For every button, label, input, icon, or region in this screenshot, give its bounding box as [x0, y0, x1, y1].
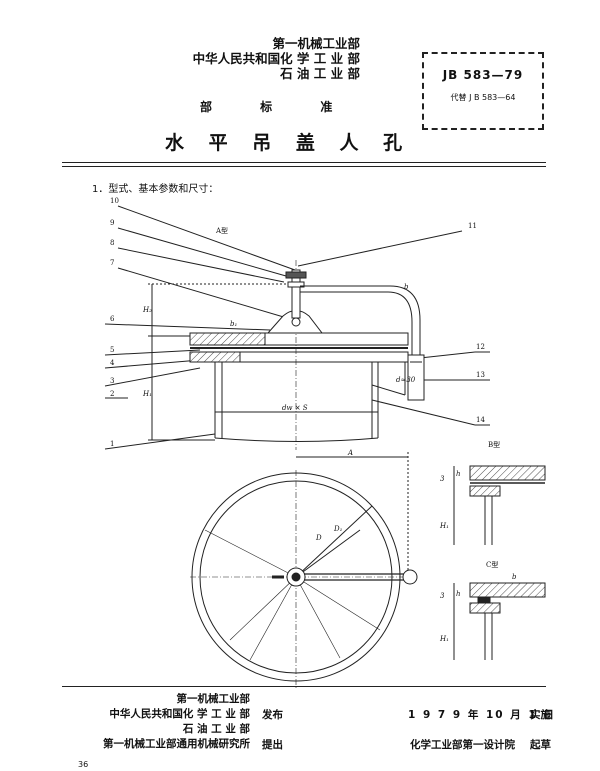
issuer-1: 第一机械工业部 — [272, 36, 360, 51]
standard-number-box: JB 583—79 代替 J B 583—64 — [422, 52, 544, 130]
dim-d: D — [316, 534, 322, 542]
dim-h2: H₂ — [143, 306, 152, 314]
dim-b-h1: H₁ — [440, 522, 449, 530]
leader-8 — [117, 247, 285, 283]
part-9: 9 — [110, 219, 115, 227]
dim-c-h: h — [456, 590, 461, 598]
part-14: 14 — [476, 416, 485, 424]
part-1: 1 — [110, 440, 115, 448]
dim-b-3: 3 — [440, 475, 445, 483]
dim-a: A — [348, 449, 354, 457]
dim-dw-s: dw × S — [282, 404, 308, 412]
footer-publish: 发布 — [262, 709, 283, 721]
footer-issuers: 第一机械工业部 中华人民共和国化 学 工 业 部 石 油 工 业 部 第一机械工… — [60, 692, 250, 752]
leader-7 — [117, 267, 288, 319]
part-7: 7 — [110, 259, 115, 267]
issuer-2: 中华人民共和国化 学 工 业 部 — [192, 51, 360, 66]
footer-rule — [62, 686, 546, 687]
page-number: 36 — [78, 760, 89, 769]
standard-type: 部 标 准 — [200, 100, 355, 114]
footer-implement: 实施 — [530, 709, 551, 721]
leader-10 — [117, 205, 296, 271]
part-10: 10 — [110, 197, 119, 205]
leader-9 — [117, 227, 287, 277]
issuer-3: 石 油 工 业 部 — [280, 66, 360, 81]
view-c-label: C型 — [486, 561, 499, 569]
leader-14 — [371, 399, 476, 426]
leader-1 — [104, 433, 216, 450]
issuer-block: 第一机械工业部 中华人民共和国化 学 工 业 部 石 油 工 业 部 — [60, 36, 360, 81]
footer-draft: 起草 — [530, 739, 551, 751]
section-heading: 1．型式、基本参数和尺寸： — [92, 184, 219, 195]
leader-11 — [297, 230, 463, 267]
dim-c-b: b — [512, 573, 517, 581]
view-a-label: A型 — [216, 227, 229, 235]
view-b-label: B型 — [488, 441, 501, 449]
part-5: 5 — [110, 346, 115, 354]
dim-b: b — [404, 283, 409, 291]
footer-date: 1 9 7 9 年 10 月 1 日 — [408, 709, 556, 721]
dim-d1: D₁ — [334, 525, 343, 533]
document-title: 水 平 吊 盖 人 孔 — [165, 132, 412, 154]
standard-number: JB 583—79 — [442, 68, 524, 82]
part-12: 12 — [476, 343, 485, 351]
footer-issuer-4: 第一机械工业部通用机械研究所 — [103, 738, 250, 750]
footer-issuer-2: 中华人民共和国化 学 工 业 部 — [109, 708, 250, 720]
dim-c-h1: H₁ — [440, 635, 449, 643]
replaces-standard: 代替 J B 583—64 — [450, 93, 516, 102]
dim-d30: d≈30 — [396, 376, 416, 384]
dim-b1: b₁ — [230, 320, 238, 328]
part-6: 6 — [110, 315, 115, 323]
footer-drafter: 化学工业部第一设计院 — [410, 739, 515, 751]
footer-propose: 提出 — [262, 739, 283, 751]
dim-c-3: 3 — [440, 592, 445, 600]
dim-b-h: h — [456, 470, 461, 478]
leader-6 — [104, 323, 271, 331]
header-rule — [62, 162, 546, 163]
leader-12 — [419, 351, 476, 359]
part-3: 3 — [110, 377, 115, 385]
part-2: 2 — [110, 390, 115, 398]
part-4: 4 — [110, 359, 115, 367]
header-rule-thin — [62, 166, 546, 167]
part-11: 11 — [468, 222, 477, 230]
footer-issuer-1: 第一机械工业部 — [176, 693, 251, 705]
part-8: 8 — [110, 239, 115, 247]
part-13: 13 — [476, 371, 485, 379]
dim-h1: H₁ — [143, 390, 152, 398]
footer-issuer-3: 石 油 工 业 部 — [182, 723, 250, 735]
